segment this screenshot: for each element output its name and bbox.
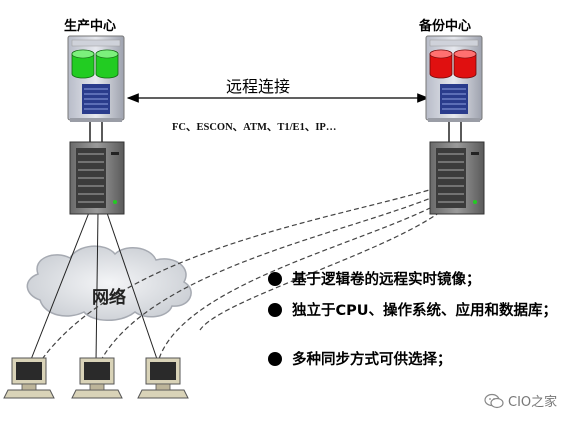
- desktop-pc-icon: [71, 357, 123, 399]
- workstation: [3, 357, 55, 399]
- wechat-icon: [484, 393, 504, 408]
- feature-text: 独立于CPU、操作系统、应用和数据库；: [292, 303, 558, 319]
- storage-tower-connectors: [89, 122, 462, 142]
- watermark: CIO之家: [484, 391, 557, 410]
- tower-server-icon: [429, 141, 485, 215]
- feature-item: 多种同步方式可供选择；: [268, 350, 452, 371]
- feature-item: 独立于CPU、操作系统、应用和数据库；: [268, 301, 578, 322]
- network-label: 网络: [92, 288, 126, 308]
- bullet-icon: [268, 303, 282, 317]
- backup-center-label: 备份中心: [419, 19, 472, 34]
- backup-storage-server: [425, 35, 483, 122]
- desktop-pc-icon: [137, 357, 189, 399]
- storage-server-icon: [425, 35, 483, 122]
- backup-failover-links: [39, 187, 441, 363]
- tower-server-icon: [69, 141, 125, 215]
- production-center-label: 生产中心: [64, 19, 117, 34]
- storage-server-icon: [67, 35, 125, 122]
- workstation: [71, 357, 123, 399]
- feature-item: 基于逻辑卷的远程实时镜像；: [268, 270, 481, 291]
- production-tower-server: [69, 141, 125, 215]
- production-storage-server: [67, 35, 125, 122]
- watermark-text: CIO之家: [508, 395, 558, 410]
- desktop-pc-icon: [3, 357, 55, 399]
- feature-text: 多种同步方式可供选择；: [292, 352, 452, 368]
- bullet-icon: [268, 272, 282, 286]
- workstation: [137, 357, 189, 399]
- backup-tower-server: [429, 141, 485, 215]
- bullet-icon: [268, 352, 282, 366]
- remote-link-label: 远程连接: [226, 77, 291, 96]
- feature-text: 基于逻辑卷的远程实时镜像；: [292, 272, 481, 288]
- protocol-list-label: FC、ESCON、ATM、T1/E1、IP…: [172, 122, 337, 133]
